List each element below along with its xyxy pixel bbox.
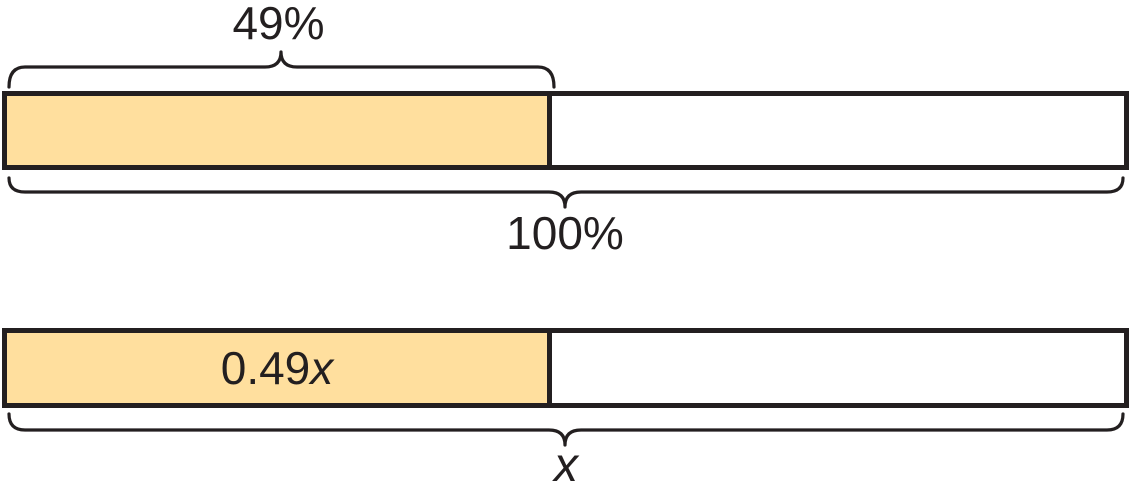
- brace-100-percent-icon: [7, 176, 1125, 209]
- top-tape-bar: [2, 91, 1129, 170]
- top-shaded-segment: [7, 96, 552, 165]
- label-x: x: [554, 439, 578, 487]
- label-49-percent: 49%: [232, 0, 325, 49]
- label-0-49x: 0.49x: [221, 345, 334, 391]
- label-0-49x-variable: x: [310, 342, 334, 394]
- brace-49-percent-icon: [7, 50, 556, 89]
- top-unshaded-segment: [552, 96, 1124, 165]
- label-100-percent: 100%: [506, 207, 624, 259]
- bottom-shaded-segment: 0.49x: [7, 333, 552, 403]
- label-0-49x-coefficient: 0.49: [220, 342, 311, 394]
- bottom-tape-bar: 0.49x: [2, 328, 1129, 408]
- bottom-unshaded-segment: [552, 333, 1124, 403]
